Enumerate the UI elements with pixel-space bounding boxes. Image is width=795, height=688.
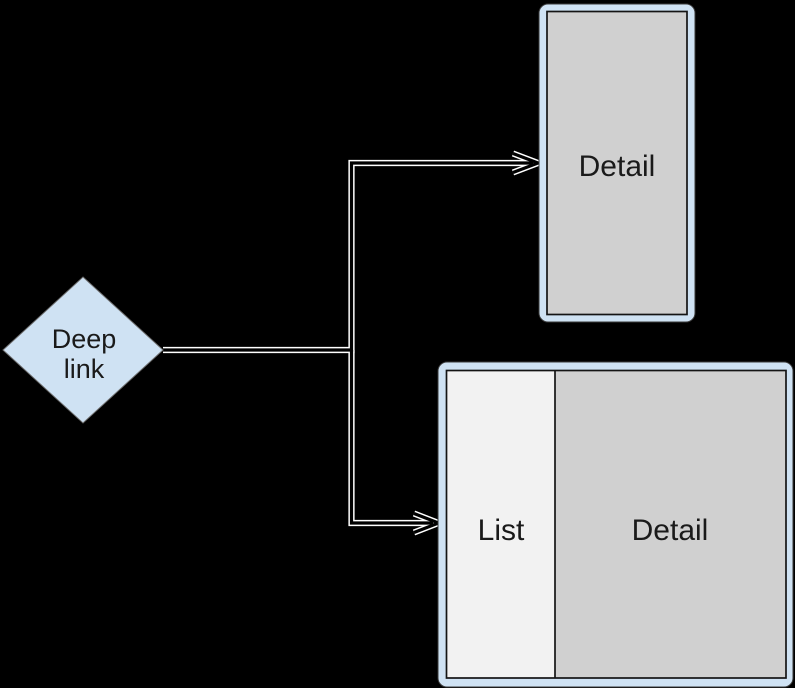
deep-link-label-line1: Deep (52, 324, 117, 354)
split-window-detail-label: Detail (632, 514, 709, 547)
deep-link-node: Deep link (2, 276, 164, 424)
connector-to-detail-window-core (163, 161, 533, 352)
split-window: List Detail (437, 361, 794, 688)
detail-window-pane (546, 10, 688, 316)
deep-link-label-line2: link (64, 354, 105, 384)
connector-to-split-window (348, 350, 433, 527)
split-window-list-label: List (478, 514, 525, 547)
connector-to-detail-window (163, 159, 533, 354)
detail-window-label: Detail (579, 150, 656, 183)
split-window-list-pane (446, 370, 555, 678)
split-window-inner-border (445, 369, 787, 679)
connector-to-split-window-core (349, 350, 433, 525)
connector-core-layer (163, 152, 543, 534)
deep-link-diamond (2, 276, 164, 424)
split-window-detail-pane (555, 370, 786, 678)
detail-window: Detail (538, 3, 696, 323)
arrowhead-detail-window-core (512, 152, 543, 174)
